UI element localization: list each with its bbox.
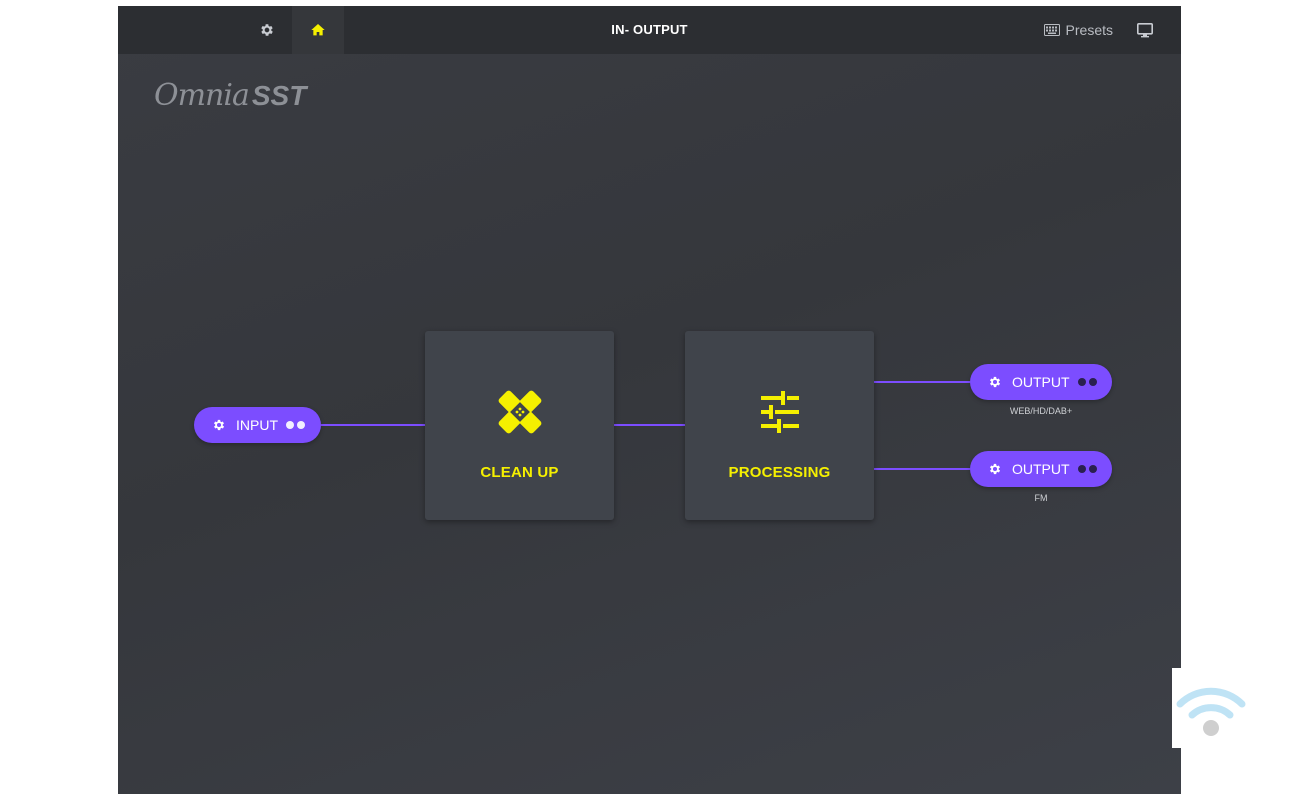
app-window: IN- OUTPUT Prese [118,6,1181,794]
omnia-sst-logo: Omnia SST [154,78,306,122]
page-title: IN- OUTPUT [611,22,688,37]
wifi-icon [1172,668,1250,748]
display-button[interactable] [1125,6,1165,54]
cleanup-block[interactable]: CLEAN UP [425,331,614,520]
signal-wires [321,381,970,470]
monitor-icon [1137,22,1153,37]
logo-brand: Omnia [154,78,250,113]
output-button-web-hd-dab[interactable]: OUTPUT [970,364,1112,400]
gear-icon [212,418,226,432]
input-button[interactable]: INPUT [194,407,321,443]
bandage-icon [498,390,541,434]
output-sublabel: FM [1034,493,1048,503]
output-button-fm[interactable]: OUTPUT [970,451,1112,487]
connector-dots-icon [1077,465,1097,473]
gear-icon [261,24,273,36]
connector-dots-icon [286,421,305,429]
output-label: OUTPUT [1012,461,1070,477]
home-icon [311,24,325,36]
output-label: OUTPUT [1012,374,1070,390]
connector-dots-icon [1077,378,1097,386]
logo-product: SST [251,80,307,111]
input-label: INPUT [236,417,278,433]
output-sublabel: WEB/HD/DAB+ [1009,406,1073,416]
keyboard-icon [1043,24,1060,36]
settings-button[interactable] [242,6,292,54]
top-bar: IN- OUTPUT Prese [118,6,1181,54]
processing-label: PROCESSING [728,464,831,481]
presets-label: Presets [1065,22,1113,38]
cleanup-label: CLEAN UP [480,464,559,481]
processing-block[interactable]: PROCESSING [685,331,874,520]
gear-icon [988,462,1002,476]
gear-icon [988,375,1002,389]
sliders-icon [760,391,799,433]
presets-button[interactable]: Presets [1043,6,1113,54]
home-button[interactable] [292,6,344,54]
